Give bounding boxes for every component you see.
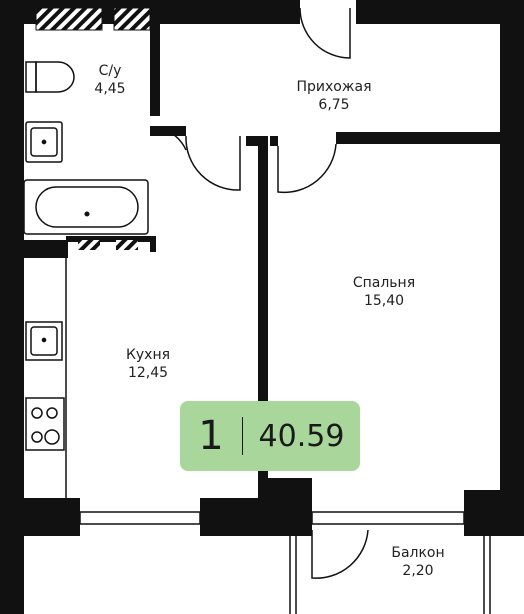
room-area: 12,45 xyxy=(127,365,169,381)
toilet-icon xyxy=(25,61,75,93)
vent-shaft xyxy=(35,7,103,31)
room-count: 1 xyxy=(198,413,224,459)
room-label-hall: Прихожая 6,75 xyxy=(297,78,372,114)
room-label-balcony: Балкон 2,20 xyxy=(391,544,444,580)
room-area: 2,20 xyxy=(402,563,434,579)
room-label-kitchen: Кухня 12,45 xyxy=(126,346,170,382)
vent-shaft xyxy=(113,7,151,31)
room-label-bathroom: С/у 4,45 xyxy=(94,62,125,98)
room-name: Прихожая xyxy=(296,79,372,95)
room-name: Балкон xyxy=(391,545,445,561)
apartment-summary-badge: 1 40.59 xyxy=(180,401,360,471)
bathtub-icon xyxy=(23,179,149,235)
washbasin-icon xyxy=(25,121,63,163)
balcony-railing xyxy=(289,536,491,614)
total-area: 40.59 xyxy=(258,418,345,454)
sink-icon xyxy=(25,321,63,361)
vent-shaft xyxy=(116,240,138,250)
stove-icon xyxy=(25,397,65,451)
room-area: 4,45 xyxy=(94,81,126,97)
room-name: Спальня xyxy=(352,275,416,291)
room-area: 6,75 xyxy=(318,97,350,113)
badge-divider xyxy=(242,417,243,455)
door-swings xyxy=(159,7,369,579)
vent-shaft xyxy=(78,240,100,250)
room-label-bedroom: Спальня 15,40 xyxy=(353,274,415,310)
room-name: С/у xyxy=(98,63,122,79)
room-name: Кухня xyxy=(125,347,171,363)
interior-walls xyxy=(24,20,504,498)
room-area: 15,40 xyxy=(363,293,405,309)
windows xyxy=(79,511,465,525)
